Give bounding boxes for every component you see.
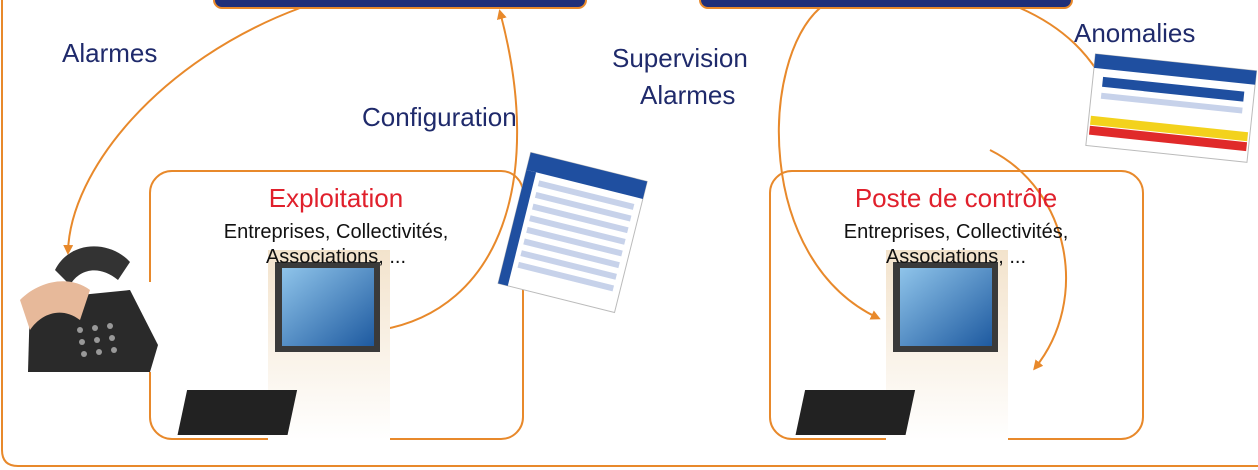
exploitation-line-1: Entreprises, Collectivités, (223, 221, 449, 243)
controle-loop-arrow (989, 149, 1067, 371)
right-header-box (699, 0, 1073, 9)
configuration-arrow (379, 9, 519, 331)
alarmes-right-label: Alarmes (640, 80, 736, 110)
computer-monitor-icon (177, 250, 390, 440)
supervision-label: Supervision (612, 43, 748, 73)
alarmes-arrow (63, 7, 301, 255)
computer-monitor-icon (795, 250, 1008, 440)
phone-icon (10, 246, 160, 372)
configuration-label: Configuration (362, 102, 517, 132)
poste-controle-line-1: Entreprises, Collectivités, (843, 221, 1069, 243)
supervision-arrow (777, 7, 881, 320)
anomalies-label: Anomalies (1074, 18, 1196, 48)
poste-controle-title: Poste de contrôle (854, 183, 1058, 213)
report-document-icon (1085, 53, 1258, 163)
exploitation-line-2: Associations, ... (265, 246, 407, 268)
left-header-box (213, 0, 587, 9)
exploitation-title: Exploitation (268, 183, 404, 213)
poste-controle-line-2: Associations, ... (885, 246, 1027, 268)
exploitation-text-block: Exploitation Entreprises, Collectivités,… (186, 183, 486, 270)
alarmes-label: Alarmes (62, 38, 158, 68)
report-document-icon (497, 151, 648, 314)
poste-controle-text-block: Poste de contrôle Entreprises, Collectiv… (806, 183, 1106, 270)
